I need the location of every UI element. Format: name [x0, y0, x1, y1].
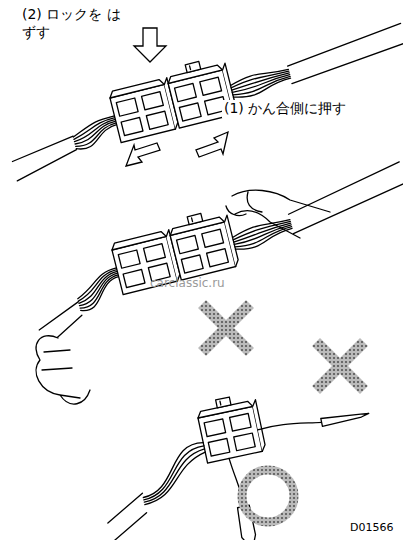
press-arrow [126, 143, 160, 166]
connector-pair [0, 12, 403, 181]
connector-probed [87, 369, 391, 540]
push-arrow [134, 28, 166, 62]
hand [226, 190, 330, 238]
step-note: (2) ロックを はずす [22, 6, 122, 41]
hand [36, 336, 90, 404]
figure-number: D01566 [350, 521, 393, 535]
wrong-mark [198, 300, 254, 356]
press-arrow [196, 132, 228, 157]
step-note: (1) かん合側に押す [222, 100, 348, 118]
correct-mark [242, 470, 294, 522]
wrong-mark [312, 338, 368, 394]
watermark: carclassic.ru [150, 276, 225, 291]
